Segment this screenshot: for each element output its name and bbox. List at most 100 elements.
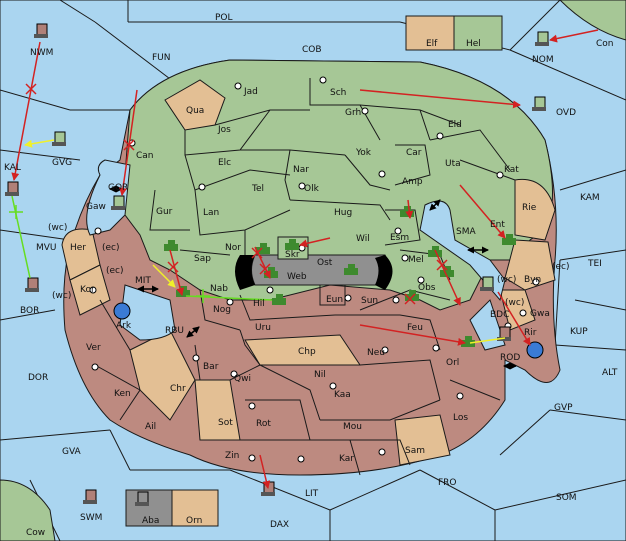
- label-can: Can: [136, 151, 154, 161]
- sam-region: [394, 414, 451, 466]
- fleet-units: [5, 23, 549, 506]
- label-cob: COB: [302, 45, 322, 55]
- label-sam: Sam: [405, 446, 425, 456]
- label-jos: Jos: [217, 125, 231, 135]
- label-con: Con: [596, 39, 614, 49]
- orders: [11, 29, 599, 489]
- label-sch: Sch: [330, 88, 346, 98]
- fleet-gor: [111, 195, 125, 210]
- label-los: Los: [453, 413, 468, 423]
- label-gor: GOR: [108, 183, 128, 193]
- elf-region: [405, 15, 455, 51]
- label-ovd: OVD: [556, 108, 576, 118]
- label-gvg: GVG: [52, 158, 72, 168]
- label-bdc: BDC: [490, 310, 509, 320]
- label-rbu: RBU: [165, 326, 184, 336]
- label-byn: Byn: [524, 275, 541, 285]
- fleet-rod: [497, 326, 511, 341]
- label-bar: Bar: [203, 362, 219, 372]
- label-qua: Qua: [186, 106, 204, 116]
- label-zin: Zin: [225, 451, 239, 461]
- label-uru: Uru: [255, 323, 271, 333]
- label-hil: Hil: [253, 299, 265, 309]
- fleet-kal: [5, 181, 19, 196]
- label-sap: Sap: [194, 254, 211, 264]
- label-grh: Grh: [345, 108, 361, 118]
- label-sma: SMA: [456, 227, 476, 237]
- label-byn-ec: (ec): [552, 262, 570, 272]
- label-nar: Nar: [293, 165, 309, 175]
- label-uta: Uta: [445, 159, 461, 169]
- label-sun: Sun: [361, 296, 378, 306]
- ark-ship-icon: [113, 302, 131, 320]
- label-bor: BOR: [20, 306, 39, 316]
- army-sap: [164, 240, 178, 251]
- label-hel: Hel: [466, 39, 481, 49]
- label-eld: Eld: [448, 120, 462, 130]
- label-lan: Lan: [203, 208, 219, 218]
- gor-water: [86, 159, 131, 236]
- label-sot: Sot: [218, 418, 233, 428]
- rie-region: [514, 178, 556, 241]
- label-kam: KAM: [580, 193, 600, 203]
- label-wil: Wil: [356, 234, 370, 244]
- label-lit: LIT: [305, 489, 319, 499]
- label-her-ec: (ec): [102, 243, 120, 253]
- label-mel: Mel: [408, 255, 424, 265]
- label-gaw: Gaw: [86, 202, 106, 212]
- label-fro: FRO: [438, 478, 457, 488]
- army-orl: [461, 336, 475, 347]
- label-gur: Gur: [156, 207, 173, 217]
- label-elc: Elc: [218, 158, 231, 168]
- green-cross: [9, 205, 210, 303]
- label-nom: NOM: [532, 55, 554, 65]
- label-swm: SWM: [80, 513, 102, 523]
- label-ark: Ark: [116, 321, 132, 331]
- army-web: [264, 267, 278, 278]
- label-skr: Skr: [285, 250, 300, 260]
- label-gvp: GVP: [554, 403, 573, 413]
- supply-centers: [89, 76, 540, 463]
- qua-region: [164, 79, 226, 131]
- label-kaa: Kaa: [334, 390, 351, 400]
- label-car: Car: [406, 148, 422, 158]
- hel-region: [453, 15, 503, 51]
- army-hil: [272, 294, 286, 305]
- fleet-gvg: [52, 131, 66, 146]
- army-ent: [502, 234, 516, 245]
- label-rod: ROD: [500, 353, 520, 363]
- army-obs: [440, 266, 454, 277]
- label-rot: Rot: [256, 419, 271, 429]
- label-aba: Aba: [142, 516, 159, 526]
- label-fun: FUN: [152, 53, 171, 63]
- label-yok: Yok: [355, 148, 372, 158]
- label-her: Her: [70, 243, 86, 253]
- label-jad: Jad: [243, 87, 258, 97]
- label-elf: Elf: [426, 39, 438, 49]
- label-rie: Rie: [522, 203, 537, 213]
- label-eun: Eun: [326, 295, 343, 305]
- label-kor-ec: (ec): [106, 266, 124, 276]
- label-esm: Esm: [390, 233, 409, 243]
- label-obs: Obs: [418, 283, 436, 293]
- label-kal: KAL: [4, 163, 21, 173]
- label-nab: Nab: [210, 284, 228, 294]
- fleet-bdc: [480, 276, 494, 291]
- fleet-swm: [83, 489, 97, 504]
- label-her-wc: (wc): [48, 223, 67, 233]
- label-tei: TEI: [587, 259, 602, 269]
- her-region: [61, 228, 101, 281]
- cow-land: [0, 479, 56, 541]
- orn-region: [171, 489, 219, 527]
- label-neu: Neu: [367, 348, 385, 358]
- blue-units: [113, 302, 544, 359]
- label-mvu: MVU: [36, 243, 57, 253]
- label-alt: ALT: [602, 368, 618, 378]
- label-ail: Ail: [145, 422, 156, 432]
- label-kor: Kor: [80, 285, 95, 295]
- aba-region: [125, 489, 173, 527]
- fleet-aba: [135, 491, 149, 506]
- label-amp: Amp: [402, 177, 423, 187]
- label-ent: Ent: [490, 220, 505, 230]
